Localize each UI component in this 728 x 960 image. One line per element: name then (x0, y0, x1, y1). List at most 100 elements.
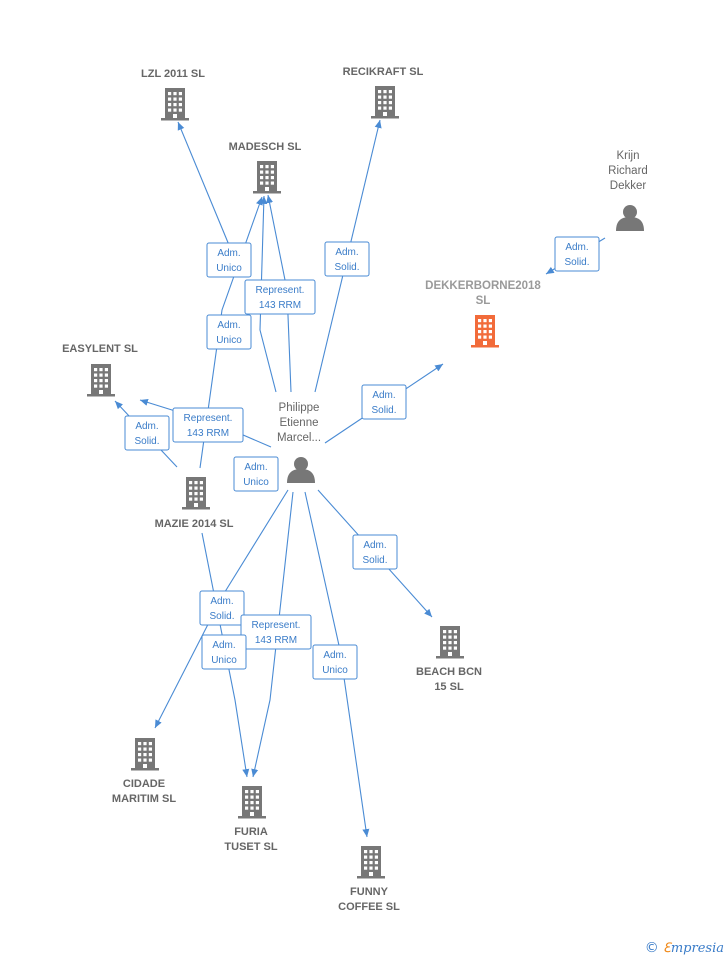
node-label: Dekker (610, 180, 647, 192)
edge-label-text: Solid. (362, 555, 387, 566)
brand-initial: ℇ (662, 941, 671, 956)
edge-label-e9[interactable]: Adm. Unico (233, 456, 279, 492)
building-icon (436, 626, 464, 659)
edge-line-e13 (201, 532, 250, 778)
edge-label-box (199, 590, 245, 626)
edge-label-e13[interactable]: Adm. Unico (201, 634, 247, 670)
node-label: LZL 2011 SL (141, 68, 205, 80)
edge-label-e7[interactable]: Represent. 143 RRM (172, 407, 244, 443)
edge-label-text: Adm. (217, 248, 240, 259)
edge-label-text: Adm. (372, 390, 395, 401)
person-icon (287, 457, 315, 483)
copyright-symbol: © (644, 940, 659, 956)
node-funny[interactable]: FUNNY COFFEE SL (338, 846, 400, 913)
edge-label-text: Adm. (565, 242, 588, 253)
node-madesch[interactable]: MADESCH SL (229, 141, 302, 194)
empresia-watermark[interactable]: © ℇmpresia (645, 940, 724, 956)
edge-label-box (201, 634, 247, 670)
node-easylent[interactable]: EASYLENT SL (62, 343, 138, 397)
edge-label-text: Unico (243, 477, 269, 488)
edge-label-e2[interactable]: Represent. 143 RRM (244, 279, 316, 315)
edge-label-box (124, 415, 170, 451)
edge-label-text: Adm. (210, 596, 233, 607)
node-label: EASYLENT SL (62, 343, 138, 355)
edge-label-text: Adm. (135, 421, 158, 432)
edge-label-box (233, 456, 279, 492)
edge-label-text: Adm. (323, 650, 346, 661)
edge-label-e14[interactable]: Adm. Unico (312, 644, 358, 680)
edge-label-text: 143 RRM (187, 428, 229, 439)
node-recikraft[interactable]: RECIKRAFT SL (343, 66, 424, 119)
edge-label-text: Represent. (252, 620, 301, 631)
building-icon (357, 846, 385, 879)
edge-line-e1 (177, 121, 230, 246)
edge-label-box (240, 614, 312, 650)
edge-label-box (244, 279, 316, 315)
node-label: BEACH BCN (416, 666, 482, 678)
edge-label-box (554, 236, 600, 272)
edge-label-box (361, 384, 407, 420)
node-label: MADESCH SL (229, 141, 302, 153)
edge-label-text: 143 RRM (259, 300, 301, 311)
node-label: Marcel... (277, 432, 321, 444)
node-label: DEKKERBORNE2018 (425, 280, 541, 292)
edge-label-box (206, 314, 252, 350)
building-icon (238, 786, 266, 819)
node-label: FUNNY (350, 886, 389, 898)
building-icon (471, 315, 499, 348)
building-icon (87, 364, 115, 397)
node-label: RECIKRAFT SL (343, 66, 424, 78)
person-icon (616, 205, 644, 231)
node-lzl[interactable]: LZL 2011 SL (141, 68, 205, 121)
edge-line-e12 (251, 491, 294, 778)
node-label: 15 SL (434, 681, 464, 693)
edge-label-box (312, 644, 358, 680)
edge-label-text: Unico (216, 335, 242, 346)
edge-label-text: Represent. (184, 413, 233, 424)
edge-label-text: Adm. (217, 320, 240, 331)
edge-label-e1[interactable]: Adm. Unico (206, 242, 252, 278)
edge-label-text: Represent. (256, 285, 305, 296)
node-label: MAZIE 2014 SL (155, 518, 234, 530)
node-label: COFFEE SL (338, 901, 400, 913)
edge-label-text: Adm. (363, 540, 386, 551)
edge-label-text: Solid. (134, 436, 159, 447)
edge-label-e4[interactable]: Adm. Solid. (554, 236, 600, 272)
node-label: Etienne (279, 417, 318, 429)
node-philippe[interactable]: PhilippeEtienneMarcel... (277, 402, 321, 483)
node-label: CIDADE (123, 778, 165, 790)
node-label: TUSET SL (224, 841, 277, 853)
edge-label-text: Solid. (209, 611, 234, 622)
edge-label-text: Solid. (371, 405, 396, 416)
edge-label-e10[interactable]: Adm. Solid. (352, 534, 398, 570)
edge-label-e5[interactable]: Adm. Unico (206, 314, 252, 350)
edge-label-e3[interactable]: Adm.Solid. (324, 241, 370, 277)
edge-label-text: Unico (211, 655, 237, 666)
edge-label-e11[interactable]: Adm. Solid. (199, 590, 245, 626)
edge-label-box (206, 242, 252, 278)
node-beach[interactable]: BEACH BCN 15 SL (416, 626, 482, 693)
edge-label-box (352, 534, 398, 570)
edge-label-text: Adm. (212, 640, 235, 651)
edge-label-e6[interactable]: Adm. Solid. (361, 384, 407, 420)
node-mazie[interactable]: MAZIE 2014 SL (155, 477, 234, 530)
edge-label-e12[interactable]: Represent. 143 RRM (240, 614, 312, 650)
edge-label-text: Solid. (564, 257, 589, 268)
edge-label-text: Unico (322, 665, 348, 676)
edge-label-text: 143 RRM (255, 635, 297, 646)
building-icon (161, 88, 189, 121)
edge-label-e8[interactable]: Adm. Solid. (124, 415, 170, 451)
node-label: SL (476, 295, 491, 307)
node-label: Philippe (279, 402, 320, 414)
edge-label-box (172, 407, 244, 443)
edge-label-text: Unico (216, 263, 242, 274)
node-label: Richard (608, 165, 648, 177)
edge-label-text: Adm. (244, 462, 267, 473)
